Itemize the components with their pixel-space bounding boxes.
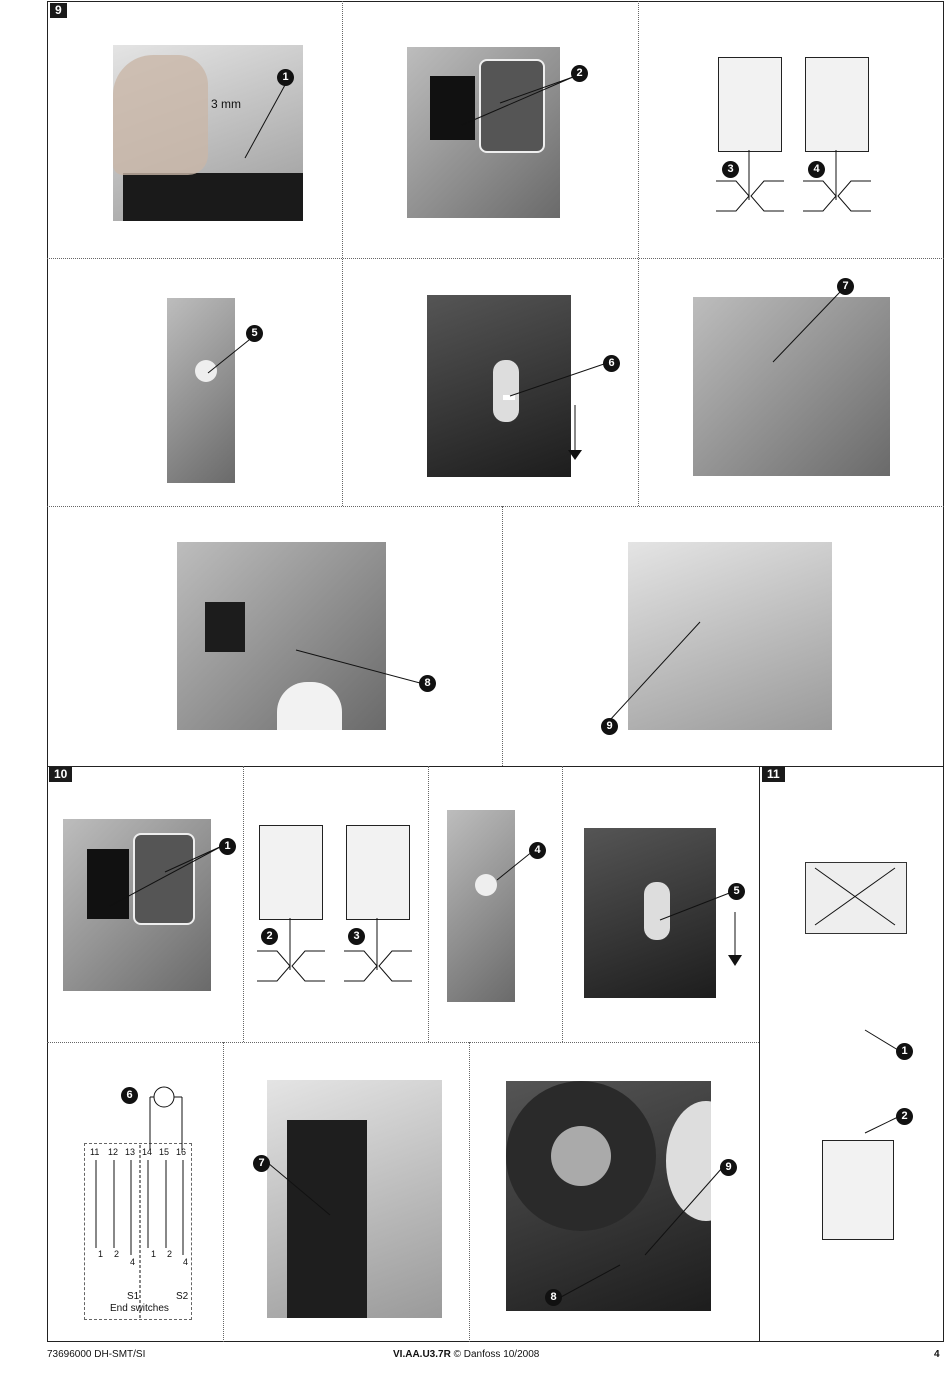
end-switches-caption: End switches xyxy=(110,1303,169,1314)
grid-line xyxy=(502,506,503,766)
section-divider xyxy=(759,766,760,1342)
callout-10-6: 6 xyxy=(121,1087,138,1104)
contact-label: 2 xyxy=(167,1249,173,1259)
callout-11-1: 1 xyxy=(896,1043,913,1060)
terminal-label: 11 xyxy=(90,1147,100,1157)
doc-code-text: VI.AA.U3.7R xyxy=(393,1349,451,1360)
grid-line xyxy=(342,1,343,506)
callout-9-8: 8 xyxy=(419,675,436,692)
callout-9-9: 9 xyxy=(601,718,618,735)
page-frame xyxy=(47,1,944,1342)
switch-label-s2: S2 xyxy=(176,1291,189,1302)
contact-label: 1 xyxy=(98,1249,104,1259)
callout-10-5: 5 xyxy=(728,883,745,900)
actuator-drawing-11 xyxy=(822,1140,894,1240)
actuator-drawing-3 xyxy=(718,57,782,152)
terminal-label: 16 xyxy=(176,1147,187,1157)
photo-actuator-cover-open xyxy=(177,542,386,730)
contact-label: 1 xyxy=(151,1249,157,1259)
callout-9-7: 7 xyxy=(837,278,854,295)
section-divider xyxy=(47,766,944,767)
contact-label: 2 xyxy=(114,1249,120,1259)
callout-9-2: 2 xyxy=(571,65,588,82)
section-tag-10: 10 xyxy=(49,767,73,782)
callout-10-9: 9 xyxy=(720,1159,737,1176)
photo-cam-closeup xyxy=(506,1081,711,1311)
grid-line xyxy=(47,506,944,507)
callout-9-6: 6 xyxy=(603,355,620,372)
photo-position-indicator xyxy=(427,295,571,477)
contact-label: 4 xyxy=(183,1257,189,1267)
callout-9-1: 1 xyxy=(277,69,294,86)
callout-11-2: 2 xyxy=(896,1108,913,1125)
actuator-drawing-10-2 xyxy=(259,825,323,920)
callout-9-4: 4 xyxy=(808,161,825,178)
valve-drawing-crossed xyxy=(805,862,907,934)
section-tag-9: 9 xyxy=(50,3,67,18)
photo-actuator-side-10 xyxy=(447,810,515,1002)
callout-10-2: 2 xyxy=(261,928,278,945)
callout-9-5: 5 xyxy=(246,325,263,342)
grid-line xyxy=(469,1042,470,1342)
terminal-label: 13 xyxy=(125,1147,136,1157)
grid-line xyxy=(47,1042,759,1043)
doc-code: VI.AA.U3.7R © Danfoss 10/2008 xyxy=(393,1349,539,1360)
callout-10-4: 4 xyxy=(529,842,546,859)
terminal-label: 12 xyxy=(108,1147,119,1157)
photo-screwdriver-adjust xyxy=(267,1080,442,1318)
terminal-label: 15 xyxy=(159,1147,170,1157)
actuator-drawing-4 xyxy=(805,57,869,152)
grid-line xyxy=(428,766,429,1042)
callout-10-3: 3 xyxy=(348,928,365,945)
callout-10-7: 7 xyxy=(253,1155,270,1172)
grid-line xyxy=(638,1,639,506)
switch-label-s1: S1 xyxy=(127,1291,140,1302)
grid-line xyxy=(223,1042,224,1342)
doc-number: 73696000 DH-SMT/SI xyxy=(47,1349,146,1360)
photo-position-indicator-10 xyxy=(584,828,716,998)
terminal-label: 14 xyxy=(142,1147,153,1157)
photo-wiring-screwdriver xyxy=(693,297,890,476)
photo-selector-switch-10 xyxy=(63,819,211,991)
callout-10-1: 1 xyxy=(219,838,236,855)
photo-actuator-side-indicator xyxy=(167,298,235,483)
grid-line xyxy=(243,766,244,1042)
contact-label: 4 xyxy=(130,1257,136,1267)
grid-line xyxy=(562,766,563,1042)
gap-label: 3 mm xyxy=(211,97,241,111)
callout-9-3: 3 xyxy=(722,161,739,178)
grid-line xyxy=(47,258,944,259)
photo-selector-switch xyxy=(407,47,560,218)
end-switches-diagram xyxy=(84,1143,192,1320)
section-tag-11: 11 xyxy=(762,767,785,782)
callout-10-8: 8 xyxy=(545,1289,562,1306)
copyright: © Danfoss 10/2008 xyxy=(453,1349,540,1360)
photo-gloved-hands xyxy=(628,542,832,730)
actuator-drawing-10-3 xyxy=(346,825,410,920)
page-number: 4 xyxy=(934,1349,940,1360)
photo-hand-manual-key xyxy=(113,45,303,221)
